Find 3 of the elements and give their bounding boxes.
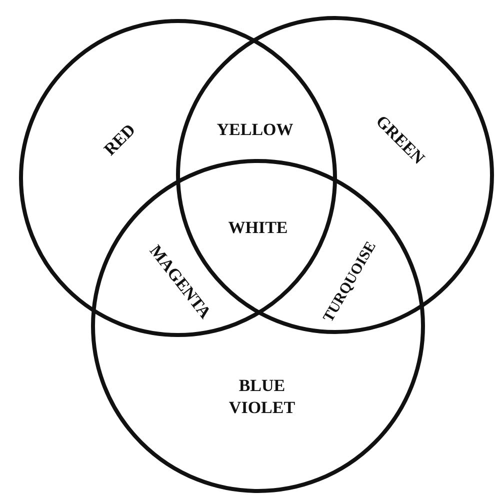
- region-label: WHITE: [228, 217, 288, 239]
- set-label: BLUE VIOLET: [228, 375, 296, 419]
- region-label: YELLOW: [216, 119, 294, 141]
